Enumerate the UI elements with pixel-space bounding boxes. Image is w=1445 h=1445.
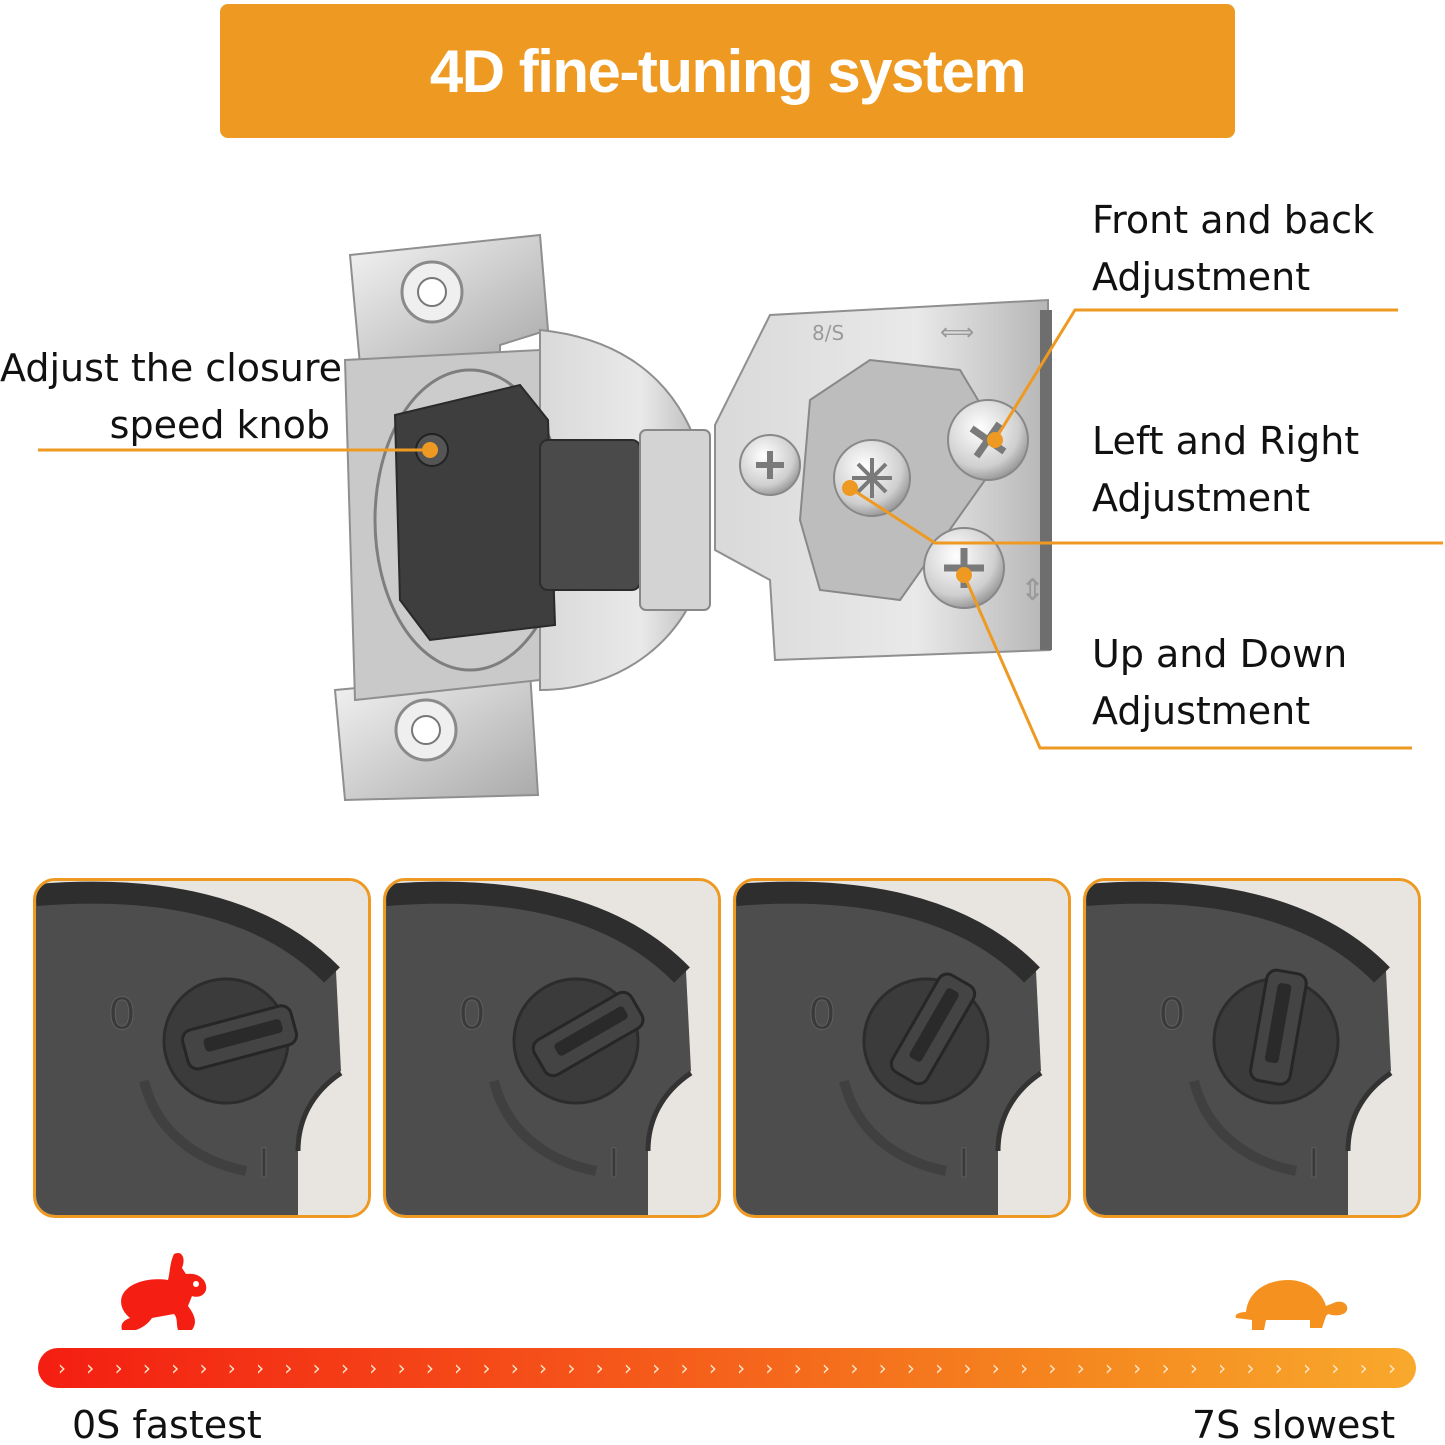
callout-up-down-line2: Adjustment <box>1092 689 1311 733</box>
callout-front-back: Front and back Adjustment <box>1092 192 1374 306</box>
chevron-right-icon: › <box>510 1356 519 1380</box>
chevron-right-icon: › <box>454 1356 463 1380</box>
chevron-right-icon: › <box>623 1356 632 1380</box>
chevron-right-icon: › <box>822 1356 831 1380</box>
embossed-arrow-vertical: ⇕ <box>1020 573 1045 608</box>
chevron-right-icon: › <box>340 1356 349 1380</box>
chevron-right-icon: › <box>595 1356 604 1380</box>
screw-center <box>833 439 911 517</box>
chevron-right-icon: › <box>114 1356 123 1380</box>
speed-chevrons: › › › › › › › › › › › › › › › › › › › › › › › › › › › › › › › › › › › › › › › ›… <box>58 1348 1396 1388</box>
callout-front-back-line1: Front and back <box>1092 198 1375 242</box>
speed-knob <box>162 977 299 1105</box>
chevron-right-icon: › <box>793 1356 802 1380</box>
knob-mark-one: I <box>608 1141 620 1187</box>
hinge-illustration: 8/S ⟺ ⇕ <box>38 233 1443 802</box>
chevron-right-icon: › <box>708 1356 717 1380</box>
chevron-right-icon: › <box>906 1356 915 1380</box>
chevron-right-icon: › <box>397 1356 406 1380</box>
rabbit-icon <box>121 1252 207 1330</box>
chevron-right-icon: › <box>284 1356 293 1380</box>
knob-closeup: 0I <box>386 881 718 1215</box>
chevron-right-icon: › <box>199 1356 208 1380</box>
speed-knob <box>862 972 990 1105</box>
knob-mark-zero: 0 <box>458 989 486 1040</box>
chevron-right-icon: › <box>878 1356 887 1380</box>
knob-mark-one: I <box>1308 1141 1320 1187</box>
knob-mark-zero: 0 <box>108 989 136 1040</box>
chevron-right-icon: › <box>765 1356 774 1380</box>
chevron-right-icon: › <box>1076 1356 1085 1380</box>
knob-mark-one: I <box>258 1141 270 1187</box>
chevron-right-icon: › <box>312 1356 321 1380</box>
screw-left <box>739 434 801 496</box>
leader-lines <box>38 308 1443 750</box>
chevron-right-icon: › <box>1331 1356 1340 1380</box>
chevron-right-icon: › <box>1161 1356 1170 1380</box>
chevron-right-icon: › <box>1246 1356 1255 1380</box>
chevron-right-icon: › <box>1048 1356 1057 1380</box>
chevron-right-icon: › <box>1104 1356 1113 1380</box>
chevron-right-icon: › <box>991 1356 1000 1380</box>
turtle-icon <box>1235 1280 1348 1330</box>
chevron-right-icon: › <box>425 1356 434 1380</box>
chevron-right-icon: › <box>1020 1356 1029 1380</box>
slow-label: 7S slowest <box>1192 1403 1396 1445</box>
page-title: 4D fine-tuning system <box>429 37 1027 105</box>
callout-left-right: Left and Right Adjustment <box>1092 413 1359 527</box>
chevron-right-icon: › <box>1274 1356 1283 1380</box>
chevron-right-icon: › <box>1133 1356 1142 1380</box>
embossed-mark: 8/S <box>812 321 844 345</box>
callout-left-right-line1: Left and Right <box>1092 419 1360 463</box>
chevron-right-icon: › <box>737 1356 746 1380</box>
callout-closure-speed-line2: speed knob <box>109 403 330 447</box>
chevron-right-icon: › <box>1218 1356 1227 1380</box>
chevron-right-icon: › <box>171 1356 180 1380</box>
hinge-arm: 8/S ⟺ ⇕ <box>714 298 1052 662</box>
callout-closure-speed-line1: Adjust the closure <box>0 346 343 390</box>
fast-label: 0S fastest <box>72 1403 262 1445</box>
chevron-right-icon: › <box>850 1356 859 1380</box>
chevron-right-icon: › <box>58 1356 66 1380</box>
leader-dots <box>422 432 1003 583</box>
chevron-right-icon: › <box>1303 1356 1312 1380</box>
chevron-right-icon: › <box>935 1356 944 1380</box>
speed-gradient-bar: › › › › › › › › › › › › › › › › › › › › › › › › › › › › › › › › › › › › › › › ›… <box>38 1348 1416 1388</box>
knob-mark-one: I <box>958 1141 970 1187</box>
title-banner: 4D fine-tuning system <box>220 4 1235 138</box>
knob-closeup: 0I <box>36 881 368 1215</box>
chevron-right-icon: › <box>1189 1356 1198 1380</box>
chevron-right-icon: › <box>227 1356 236 1380</box>
chevron-right-icon: › <box>680 1356 689 1380</box>
knob-mark-zero: 0 <box>1158 989 1186 1040</box>
callout-up-down: Up and Down Adjustment <box>1092 626 1347 740</box>
speed-knob <box>512 977 645 1105</box>
chevron-right-icon: › <box>1387 1356 1396 1380</box>
chevron-right-icon: › <box>1359 1356 1368 1380</box>
speed-knob <box>1212 968 1340 1105</box>
chevron-right-icon: › <box>86 1356 95 1380</box>
chevron-right-icon: › <box>142 1356 151 1380</box>
callout-up-down-line1: Up and Down <box>1092 632 1348 676</box>
chevron-right-icon: › <box>652 1356 661 1380</box>
embossed-arrow: ⟺ <box>940 318 974 346</box>
chevron-right-icon: › <box>256 1356 265 1380</box>
knob-mark-zero: 0 <box>808 989 836 1040</box>
chevron-right-icon: › <box>963 1356 972 1380</box>
chevron-right-icon: › <box>482 1356 491 1380</box>
chevron-right-icon: › <box>369 1356 378 1380</box>
callout-front-back-line2: Adjustment <box>1092 255 1311 299</box>
callout-left-right-line2: Adjustment <box>1092 476 1311 520</box>
chevron-right-icon: › <box>539 1356 548 1380</box>
knob-closeup: 0I <box>1086 881 1418 1215</box>
callout-closure-speed: Adjust the closure speed knob <box>0 340 343 454</box>
knob-closeup: 0I <box>736 881 1068 1215</box>
chevron-right-icon: › <box>567 1356 576 1380</box>
